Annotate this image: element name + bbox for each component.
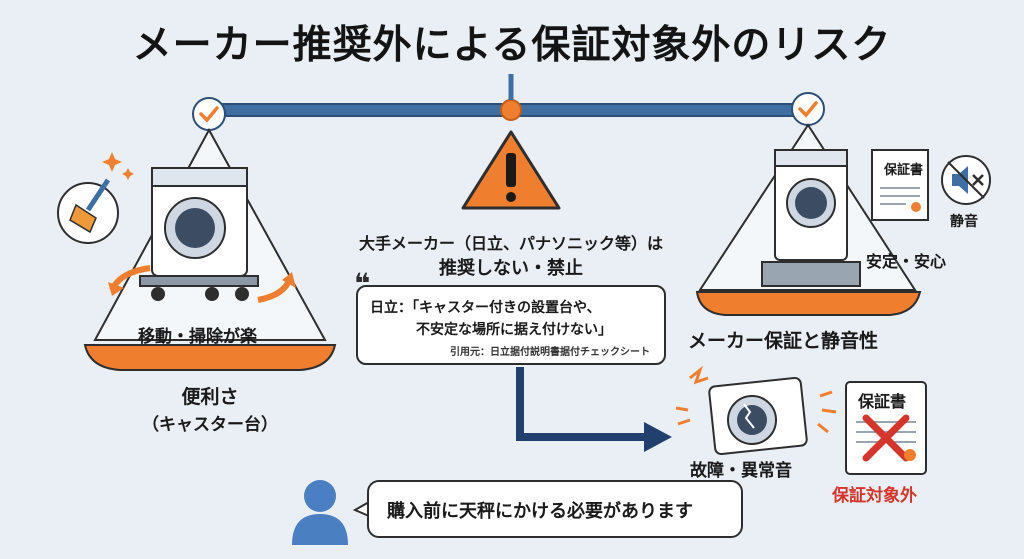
move-arrow-right-head [282, 272, 296, 288]
void-label: 保証対象外 [832, 486, 917, 506]
shock-icon [689, 365, 709, 385]
quote-box: ❝ 日立：「キャスター付きの設置台や、 不安定な場所に据え付けない」 引用元：日… [354, 267, 666, 365]
warning-emphasis: 推奨しない・禁止 [439, 258, 583, 279]
warranty-document-icon [871, 149, 929, 221]
sparkle-icon [102, 152, 122, 172]
broken-washing-machine [708, 376, 808, 456]
page-title: メーカー推奨外による保証対象外のリスク [132, 23, 892, 68]
quote-mark-icon: ❝ [354, 267, 371, 300]
broom-icon [57, 178, 119, 244]
stability-label: 安定・安心 [866, 252, 947, 271]
quote-line-2: 不安定な場所に据え付けない」 [416, 322, 612, 338]
flow-arrow [516, 367, 648, 441]
void-warranty-doc-label: 保証書 [858, 392, 907, 411]
left-check-icon [192, 97, 226, 131]
warning-text: 大手メーカー（日立、パナソニック等）は [358, 234, 663, 253]
void-warranty-icon [845, 381, 927, 475]
caster-stand-label: （キャスター台） [142, 415, 278, 435]
shock-icon [817, 390, 837, 434]
washing-machine-on-stand [761, 149, 861, 287]
sparkle-icon [122, 168, 134, 180]
washing-machine-on-caster [139, 167, 259, 301]
right-check-icon [791, 92, 825, 126]
flow-arrow-head [644, 422, 672, 452]
quote-line-1: 日立：「キャスター付きの設置台や、 [370, 300, 601, 316]
person-icon [292, 480, 348, 545]
shock-icon [675, 406, 691, 426]
speech-tail [352, 501, 370, 517]
warranty-doc-label: 保証書 [884, 163, 924, 178]
silence-label: 静音 [950, 214, 978, 230]
advice-speech-bubble: 購入前に天秤にかける必要があります [367, 480, 743, 538]
right-pan-label: メーカー保証と静音性 [688, 330, 879, 352]
failure-label: 故障・異常音 [690, 461, 792, 481]
mute-icon [941, 155, 991, 205]
move-arrow-left-head [108, 282, 124, 296]
beam-pivot [500, 99, 522, 121]
advice-text: 購入前に天秤にかける必要があります [387, 501, 693, 522]
left-pan-caption: 移動・掃除が楽 [138, 327, 257, 347]
quote-source: 引用元：日立据付説明書据付チェックシート [450, 347, 650, 358]
convenience-label: 便利さ [181, 386, 239, 408]
warning-icon [461, 130, 561, 210]
